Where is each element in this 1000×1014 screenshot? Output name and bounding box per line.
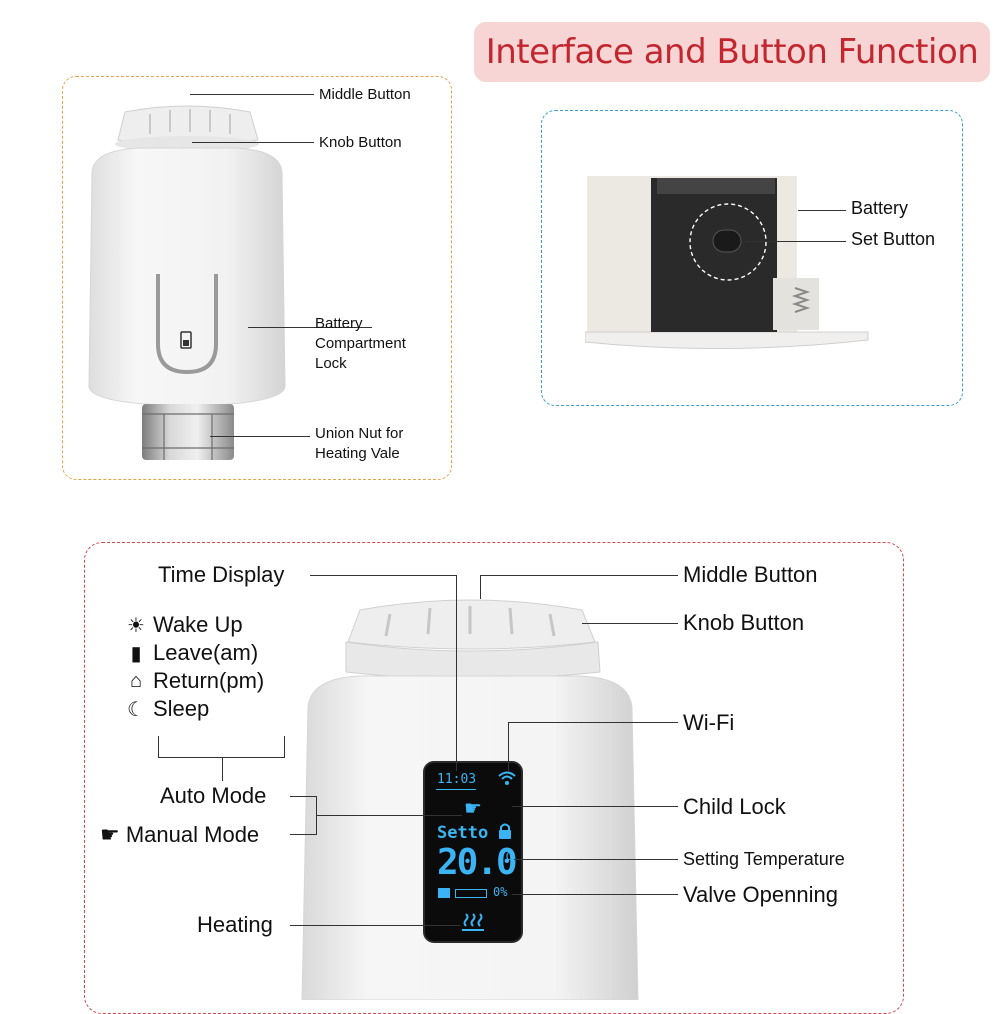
lcd-time: 11:03 (437, 772, 477, 787)
mode-sleep: ☾ Sleep (125, 696, 264, 722)
product-panel (62, 76, 452, 480)
label-setting-temperature: Setting Temperature (683, 849, 845, 869)
thermostat-front-illustration (301, 599, 639, 1000)
lcd-unit: °C (499, 850, 513, 863)
house-icon: ⌂ (129, 669, 143, 692)
moon-icon: ☾ (127, 698, 145, 721)
sun-icon: ☀ (127, 614, 145, 637)
lock-icon (499, 823, 511, 839)
mode-return: ⌂ Return(pm) (125, 668, 264, 694)
label-auto-mode: Auto Mode (160, 783, 267, 808)
title-banner: Interface and Button Function (474, 22, 990, 82)
heating-icon (462, 913, 484, 931)
label-middle-button: Middle Button (319, 86, 411, 103)
label-child-lock: Child Lock (683, 794, 786, 819)
label-heating: Heating (197, 912, 273, 937)
label-time-display: Time Display (158, 562, 285, 587)
lcd-valve-icon (438, 888, 450, 898)
mode-wake-up: ☀ Wake Up (125, 612, 264, 638)
label-battery: Battery (851, 198, 909, 218)
label-middle-button-front: Middle Button (683, 562, 818, 587)
hand-icon: ☛ (100, 822, 120, 847)
battery-compartment-illustration (585, 176, 869, 350)
lcd-temperature: 20.0 (437, 842, 518, 883)
label-knob-button-front: Knob Button (683, 610, 805, 635)
label-knob-button: Knob Button (319, 134, 402, 151)
door-icon: ▮ (130, 642, 142, 665)
thermostat-side-illustration (88, 105, 286, 460)
label-battery-compartment-lock: Battery Compartment Lock (315, 315, 406, 372)
lcd-valve-bar (455, 889, 487, 898)
label-set-button: Set Button (851, 229, 936, 249)
label-valve-opening: Valve Openning (683, 882, 838, 907)
auto-mode-list: ☀ Wake Up ▮ Leave(am) ⌂ Return(pm) ☾ Sle… (125, 612, 264, 722)
label-union-nut: Union Nut for Heating Vale (315, 425, 404, 462)
wifi-icon (498, 771, 516, 785)
page-title: Interface and Button Function (485, 32, 979, 72)
lcd-set-text: Setto (437, 823, 489, 843)
label-manual-mode: ☛ Manual Mode (100, 822, 260, 847)
mode-leave: ▮ Leave(am) (125, 640, 264, 666)
label-wifi: Wi-Fi (683, 710, 735, 735)
lcd-hand-icon: ☛ (464, 798, 482, 820)
battery-panel (541, 110, 963, 406)
lcd-valve-percent: 0% (493, 885, 508, 899)
